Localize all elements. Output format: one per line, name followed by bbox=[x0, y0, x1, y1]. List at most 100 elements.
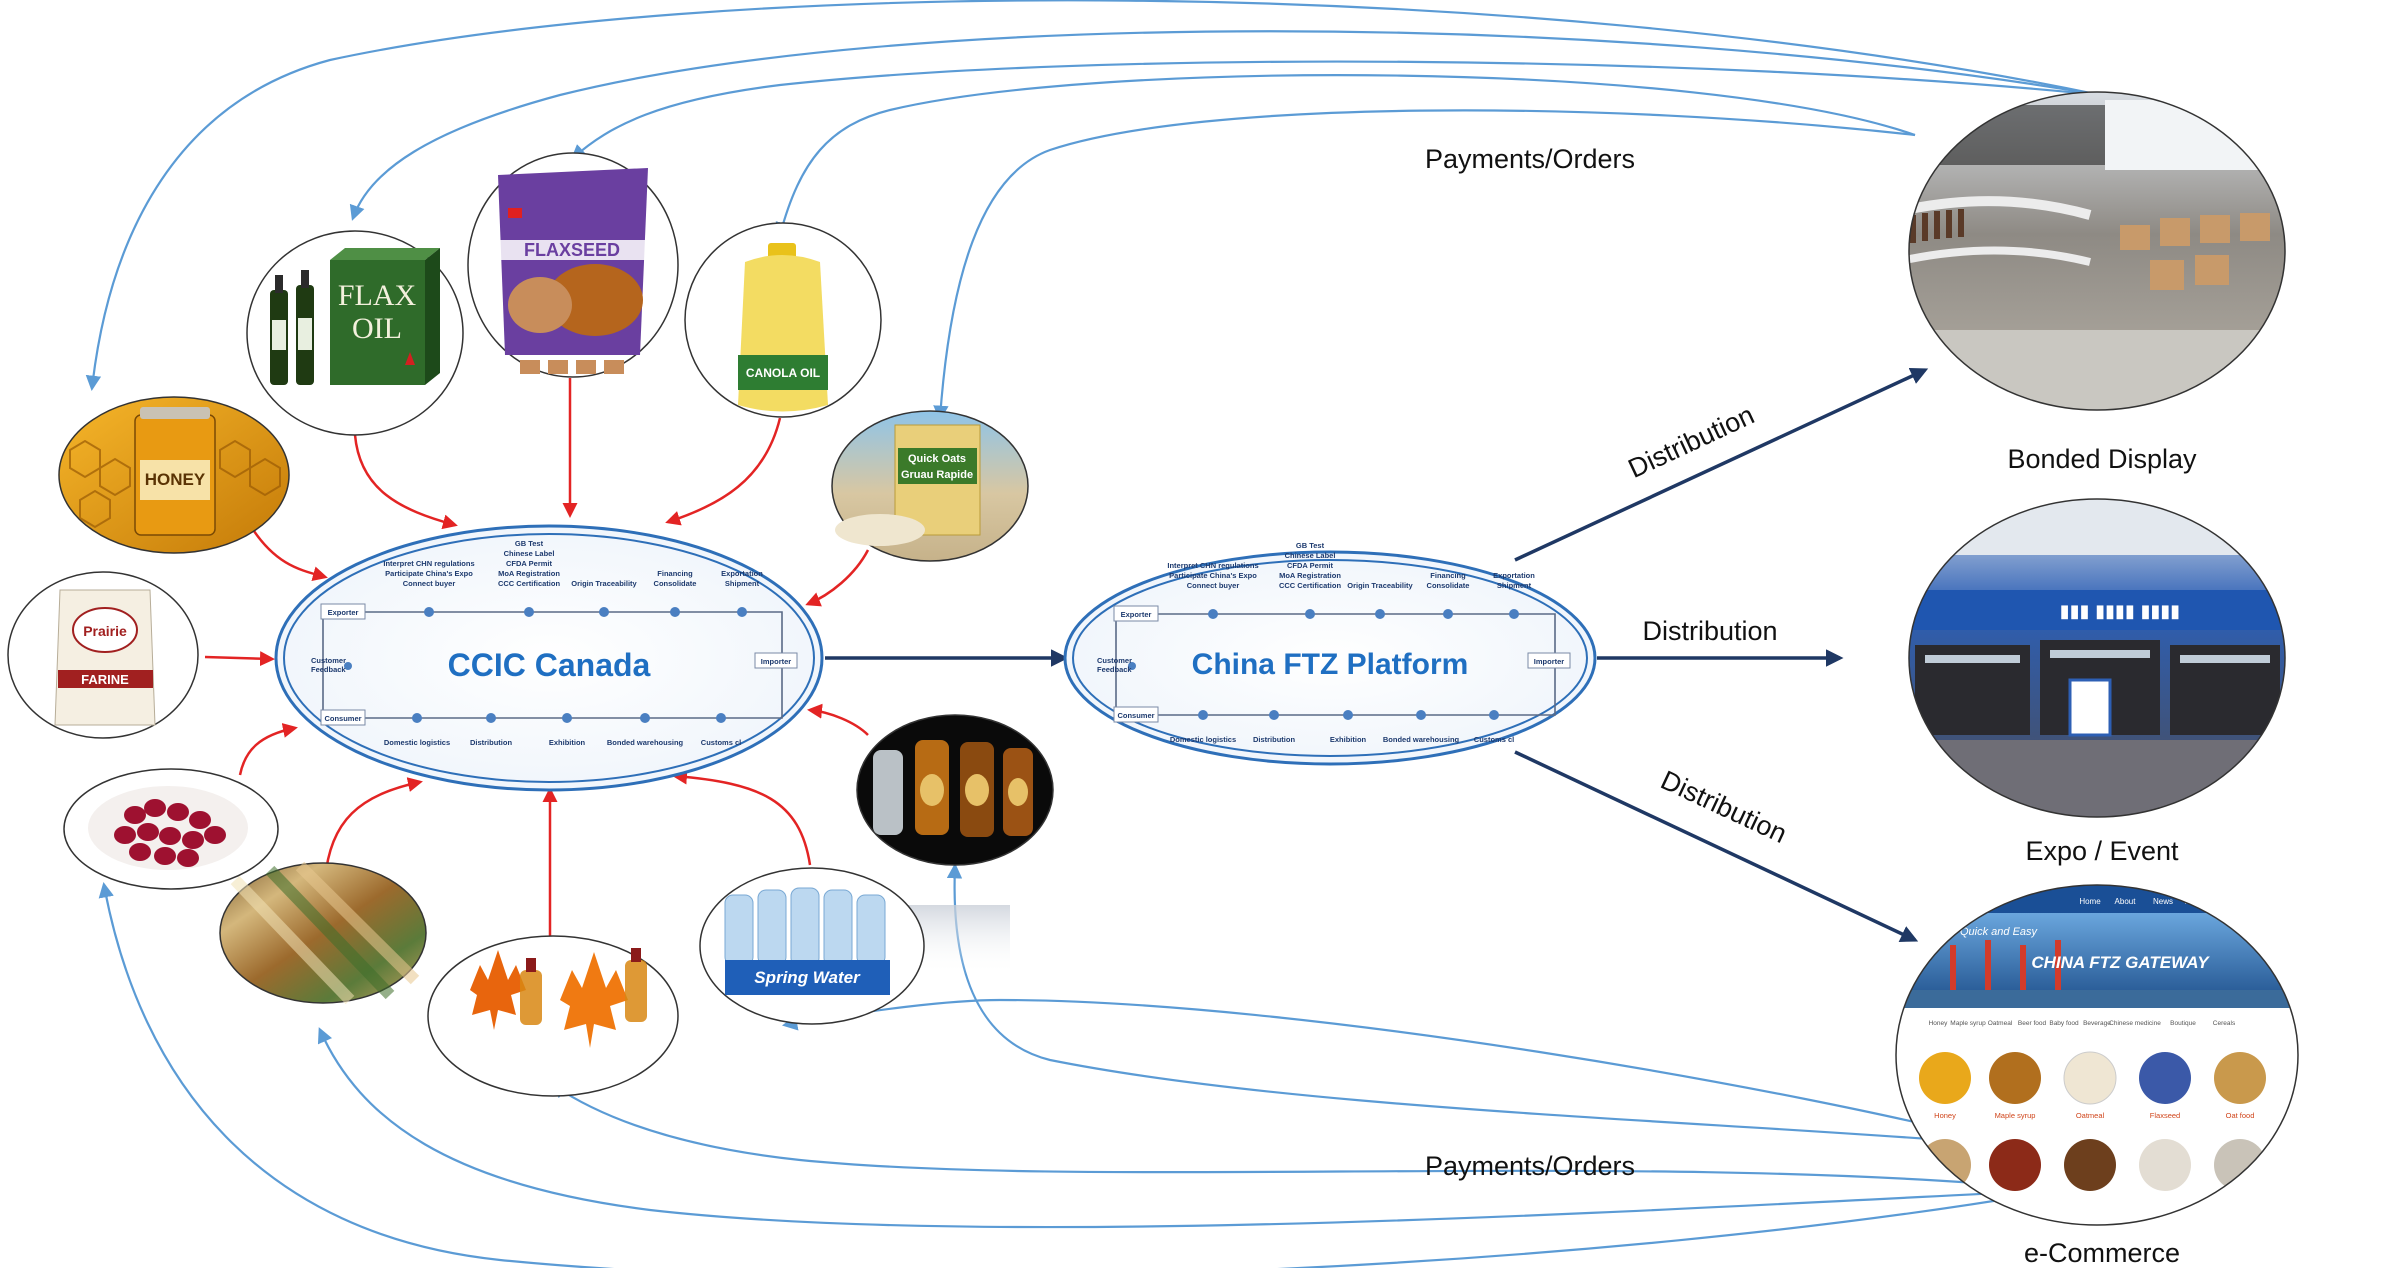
honey-label: HONEY bbox=[145, 470, 206, 489]
svg-text:Beverage: Beverage bbox=[2083, 1020, 2111, 1027]
svg-text:GB Test: GB Test bbox=[515, 539, 544, 548]
hub-ccic-outline-outer bbox=[274, 524, 824, 792]
distribution-arrow-bonded bbox=[1514, 367, 1929, 562]
svg-text:Financing: Financing bbox=[1430, 571, 1466, 580]
payment-arrow-oats bbox=[933, 109, 1916, 422]
bottom-step-dots bbox=[412, 713, 726, 723]
customer-feedback-label: Feedback bbox=[1097, 665, 1132, 674]
navy-arrows bbox=[825, 367, 1929, 942]
bottom-step-dots bbox=[1198, 710, 1499, 720]
svg-text:Exportation: Exportation bbox=[721, 569, 763, 578]
svg-text:CCC Certification: CCC Certification bbox=[1279, 581, 1342, 590]
svg-text:Bonded warehousing: Bonded warehousing bbox=[607, 738, 684, 747]
payment-arrow-grains bbox=[317, 1027, 2061, 1229]
hub-china-ftz-platform: Exporter Importer Consumer Customer Feed… bbox=[1063, 541, 1597, 766]
ecommerce-image: Home About News New Arrival Show Room Qu… bbox=[1895, 884, 2299, 1226]
payment-arrow-canola bbox=[775, 74, 1916, 238]
svg-text:MoA Registration: MoA Registration bbox=[1279, 571, 1341, 580]
top-step-dots bbox=[424, 607, 747, 617]
svg-text:Consolidate: Consolidate bbox=[1427, 581, 1470, 590]
svg-text:Participate China's Expo: Participate China's Expo bbox=[385, 569, 473, 578]
svg-text:Distribution: Distribution bbox=[470, 738, 512, 747]
product-honey-image: HONEY bbox=[58, 396, 290, 554]
svg-text:Consolidate: Consolidate bbox=[654, 579, 697, 588]
svg-text:▮▮▮ ▮▮▮▮ ▮▮▮▮: ▮▮▮ ▮▮▮▮ ▮▮▮▮ bbox=[2060, 601, 2180, 622]
payments-orders-label-top: Payments/Orders bbox=[1425, 144, 1635, 174]
svg-text:Origin Traceability: Origin Traceability bbox=[1347, 581, 1413, 590]
customer-feedback-label: Feedback bbox=[311, 665, 346, 674]
svg-text:Honey: Honey bbox=[1934, 1111, 1956, 1120]
svg-text:Exportation: Exportation bbox=[1493, 571, 1535, 580]
payment-arrows-bottom bbox=[98, 862, 2061, 1268]
hub-ccic-process: Exporter Importer Consumer Customer Feed… bbox=[311, 539, 798, 747]
hub-ftz-outline-inner bbox=[1072, 559, 1588, 757]
customer-feedback-label: Customer bbox=[1097, 656, 1132, 665]
svg-text:CFDA Permit: CFDA Permit bbox=[506, 559, 552, 568]
product-inflow-arrows bbox=[204, 378, 870, 940]
channel-label-ecommerce: e-Commerce bbox=[2024, 1238, 2180, 1268]
payment-arrow-water bbox=[781, 998, 2011, 1147]
consumer-label: Consumer bbox=[1117, 711, 1154, 720]
svg-text:Connect buyer: Connect buyer bbox=[1187, 581, 1240, 590]
hub-ftz-process: Exporter Importer Consumer Customer Feed… bbox=[1097, 541, 1571, 744]
distribution-label-ecommerce: Distribution bbox=[1656, 765, 1791, 849]
svg-text:Maple syrup: Maple syrup bbox=[1995, 1111, 2036, 1120]
ecommerce-nav-item: News bbox=[2153, 897, 2173, 906]
svg-text:Customs cl: Customs cl bbox=[701, 738, 741, 747]
svg-text:Boutique: Boutique bbox=[2170, 1020, 2196, 1027]
process-consumer: Consumer bbox=[320, 709, 366, 726]
svg-text:Beer food: Beer food bbox=[2018, 1020, 2047, 1027]
svg-text:Interpret CHN regulations: Interpret CHN regulations bbox=[1167, 561, 1258, 570]
ecommerce-brand-title: CHINA FTZ GATEWAY bbox=[2031, 953, 2210, 972]
payment-arrow-whisky bbox=[946, 862, 2011, 1147]
svg-text:Oatmeal: Oatmeal bbox=[2076, 1111, 2105, 1120]
product-flax-oil-image: FLAX OIL bbox=[246, 230, 464, 436]
svg-text:Customs cl: Customs cl bbox=[1474, 735, 1514, 744]
svg-text:Participate China's Expo: Participate China's Expo bbox=[1169, 571, 1257, 580]
canola-label: CANOLA OIL bbox=[746, 366, 820, 380]
distribution-label-expo: Distribution bbox=[1642, 616, 1777, 646]
inflow-arrow-cranberry bbox=[238, 723, 298, 776]
hub-ccic-canada: Exporter Importer Consumer Customer Feed… bbox=[274, 524, 824, 792]
inflow-arrow-honey bbox=[248, 524, 328, 581]
flax-oil-label: OIL bbox=[352, 312, 402, 345]
product-maple-syrup-image bbox=[427, 935, 679, 1097]
svg-text:Maple syrup: Maple syrup bbox=[1950, 1020, 1986, 1027]
channel-label-expo-event: Expo / Event bbox=[2025, 836, 2179, 866]
svg-text:Domestic logistics: Domestic logistics bbox=[1170, 735, 1236, 744]
hub-ftz-outline-outer bbox=[1063, 550, 1597, 766]
distribution-label-bonded: Distribution bbox=[1624, 400, 1759, 484]
distribution-arrow-ecommerce bbox=[1514, 750, 1919, 942]
top-step-labels: Interpret CHN regulations Participate Ch… bbox=[383, 539, 763, 588]
hub-title: CCIC Canada bbox=[448, 647, 651, 683]
product-spirits-image bbox=[856, 714, 1054, 866]
bonded-display-image bbox=[1908, 91, 2286, 411]
process-consumer: Consumer bbox=[1113, 706, 1159, 723]
exporter-label: Exporter bbox=[328, 608, 359, 617]
payment-arrows-top bbox=[85, 0, 2101, 422]
payment-arrow-maple bbox=[550, 1083, 2061, 1192]
importer-label: Importer bbox=[761, 657, 792, 666]
consumer-label: Consumer bbox=[324, 714, 361, 723]
hub-title: China FTZ Platform bbox=[1192, 648, 1469, 681]
svg-text:Chinese medicine: Chinese medicine bbox=[2109, 1020, 2161, 1027]
svg-text:Shipment: Shipment bbox=[1497, 581, 1532, 590]
expo-event-image: ▮▮▮ ▮▮▮▮ ▮▮▮▮ bbox=[1908, 498, 2286, 818]
process-exporter: Exporter bbox=[1113, 605, 1159, 622]
ecommerce-nav-item: About bbox=[2115, 897, 2137, 906]
svg-text:Origin Traceability: Origin Traceability bbox=[571, 579, 637, 588]
inflow-arrow-farine bbox=[204, 651, 275, 667]
svg-text:Connect buyer: Connect buyer bbox=[403, 579, 456, 588]
inflow-arrow-grains bbox=[323, 777, 423, 881]
svg-text:Exhibition: Exhibition bbox=[1330, 735, 1367, 744]
ecommerce-nav-item: Home bbox=[2079, 897, 2101, 906]
product-quick-oats-image: Quick Oats Gruau Rapide bbox=[831, 410, 1029, 562]
product-canola-oil-image: CANOLA OIL bbox=[684, 222, 882, 418]
process-importer: Importer bbox=[1527, 652, 1571, 669]
svg-text:Domestic logistics: Domestic logistics bbox=[384, 738, 450, 747]
process-exporter: Exporter bbox=[320, 603, 366, 620]
top-step-labels: Interpret CHN regulations Participate Ch… bbox=[1167, 541, 1535, 590]
flaxseed-label: FLAXSEED bbox=[524, 240, 620, 260]
inflow-arrow-whisky bbox=[807, 703, 869, 736]
